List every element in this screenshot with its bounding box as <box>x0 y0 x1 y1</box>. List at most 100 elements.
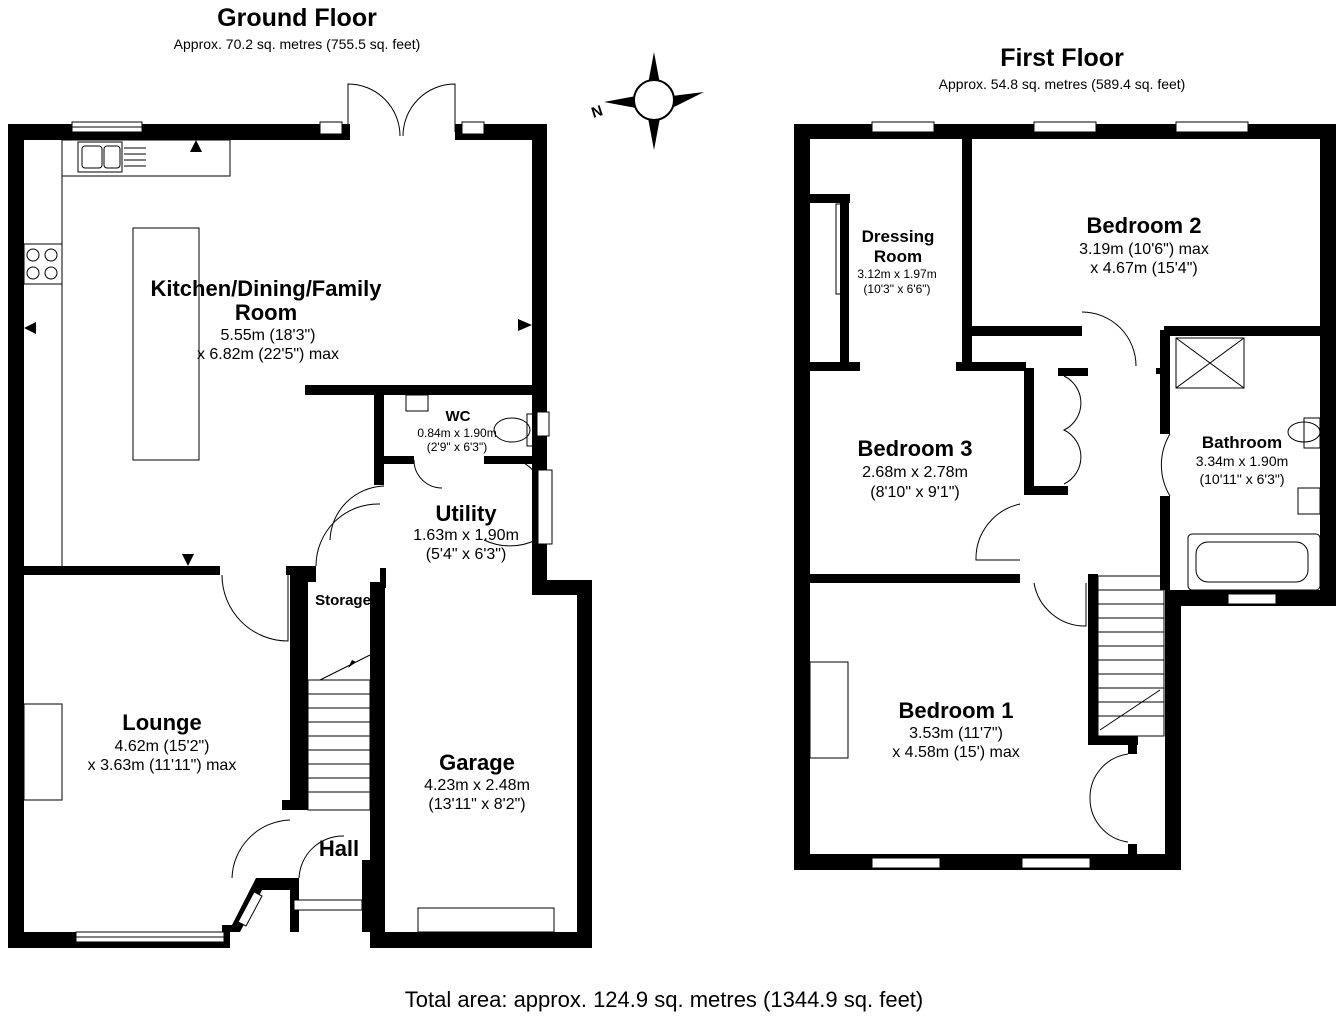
wall-lounge-east <box>290 575 308 809</box>
room-name-garage: Garage <box>439 750 515 775</box>
shower <box>1175 337 1245 389</box>
wall-wardrobe-top <box>810 194 850 203</box>
wall-west <box>8 124 24 948</box>
room-dims-bathroom: 3.34m x 1.90m <box>1196 453 1289 469</box>
wall-garage-south <box>370 932 592 948</box>
wall-stair-west <box>1088 574 1098 744</box>
room-dims-bedroom-3: 2.68m x 2.78m <box>862 464 968 481</box>
wall-cupboard <box>1024 486 1068 495</box>
room-dims-garage: (13'11" x 8'2") <box>428 796 525 813</box>
wall-west <box>794 124 810 870</box>
room-name-kitchen: Kitchen/Dining/Family <box>150 276 382 301</box>
wall-storage-corner <box>300 566 316 582</box>
first-floor-title: First Floor <box>1000 44 1124 72</box>
wall-hall-east <box>362 860 371 932</box>
room-name-bedroom-3: Bedroom 3 <box>858 436 973 461</box>
arrow-down-icon <box>182 554 194 566</box>
wall-east <box>1320 124 1336 606</box>
fireplace <box>23 703 63 801</box>
wall-stair-south <box>1088 736 1138 745</box>
compass-north-label: N <box>589 102 605 122</box>
room-dims-kitchen: x 6.82m (22'5") max <box>197 346 339 363</box>
wall-wc-utility-1 <box>384 456 414 464</box>
wall-bed2-south-1 <box>972 326 1082 336</box>
room-name-bedroom-1: Bedroom 1 <box>899 698 1014 723</box>
door-utility <box>329 485 385 541</box>
wall-garage-west <box>370 582 385 948</box>
hob-icon <box>23 243 63 285</box>
wardrobe-door <box>835 203 843 295</box>
window-small <box>461 121 485 135</box>
window <box>1033 121 1097 133</box>
french-door-left <box>347 83 401 137</box>
room-dims-wc: (2'9" x 6'3") <box>427 440 487 454</box>
room-name-storage: Storage <box>315 592 371 609</box>
french-door-right <box>402 83 456 137</box>
ground-floor-area: Approx. 70.2 sq. metres (755.5 sq. feet) <box>174 36 421 52</box>
basin <box>1297 487 1321 515</box>
room-dims-lounge: 4.62m (15'2") <box>115 738 210 755</box>
wall-dressing-south-1 <box>810 362 860 371</box>
door-bathroom <box>1160 433 1171 497</box>
room-name-dressing: Room <box>874 247 922 266</box>
wall-wardrobe-side <box>840 194 849 370</box>
wall-south <box>794 854 1181 870</box>
wall-wc-utility-2 <box>484 456 532 464</box>
chimney-breast <box>809 661 849 759</box>
wall-kitchen-wc <box>305 385 537 395</box>
door-wc <box>413 459 443 489</box>
first-floor <box>794 121 1336 870</box>
window <box>871 121 935 133</box>
kitchen-island <box>132 227 200 461</box>
door-bed3 <box>975 503 1021 561</box>
basin <box>405 394 429 412</box>
wall-dressing-bed2 <box>962 139 972 365</box>
room-dims-utility: 1.63m x 1.90m <box>413 527 519 544</box>
room-dims-bathroom: (10'11" x 6'3") <box>1199 471 1284 487</box>
window <box>1227 593 1277 605</box>
door-bed1 <box>1033 582 1087 627</box>
wall-wc-west <box>374 385 384 485</box>
wall-bed3-east <box>1024 368 1034 492</box>
door-hall <box>298 835 345 879</box>
staircase <box>1097 575 1165 737</box>
window <box>1021 857 1091 869</box>
room-name-wc: WC <box>446 408 471 425</box>
room-dims-kitchen: 5.55m (18'3") <box>221 327 316 344</box>
compass-rose-icon <box>604 52 704 150</box>
toilet <box>493 417 531 443</box>
window-bay <box>237 891 263 927</box>
room-dims-utility: (5'4" x 6'3") <box>426 546 507 563</box>
room-dims-dressing: 3.12m x 1.97m <box>857 267 936 281</box>
sink <box>77 141 123 173</box>
door-bed2 <box>1081 311 1137 367</box>
wall-bath-west-1 <box>1160 330 1170 434</box>
wall-bay <box>222 878 290 932</box>
first-floor-area: Approx. 54.8 sq. metres (589.4 sq. feet) <box>939 76 1186 92</box>
room-dims-bedroom-1: x 4.58m (15') max <box>892 744 1020 761</box>
wall-dressing-south-2 <box>956 362 1026 371</box>
drainer <box>124 147 146 167</box>
garage-door <box>417 907 555 933</box>
door-utility-east <box>483 456 537 547</box>
bath <box>1187 533 1321 591</box>
staircase <box>307 651 377 811</box>
total-area: Total area: approx. 124.9 sq. metres (13… <box>405 987 924 1012</box>
arrow-right-icon <box>518 319 532 331</box>
room-dims-garage: 4.23m x 2.48m <box>424 777 530 794</box>
ground-floor-title: Ground Floor <box>217 4 377 32</box>
room-name-hall: Hall <box>319 836 359 861</box>
wall-bed2-south-2 <box>1164 326 1320 336</box>
room-name-bedroom-2: Bedroom 2 <box>1087 213 1202 238</box>
wall-lounge-step <box>282 800 308 810</box>
door-storage <box>315 503 381 567</box>
wall-north-left <box>8 124 350 140</box>
wall-bath-west-2 <box>1160 496 1170 590</box>
room-dims-bedroom-3: (8'10" x 9'1") <box>870 484 960 501</box>
arrow-left-icon <box>24 322 36 334</box>
wall-garage-east <box>577 580 592 948</box>
cupboard-doors <box>1062 375 1082 485</box>
window <box>1175 121 1249 133</box>
room-dims-bedroom-2: x 4.67m (15'4") <box>1090 260 1197 277</box>
